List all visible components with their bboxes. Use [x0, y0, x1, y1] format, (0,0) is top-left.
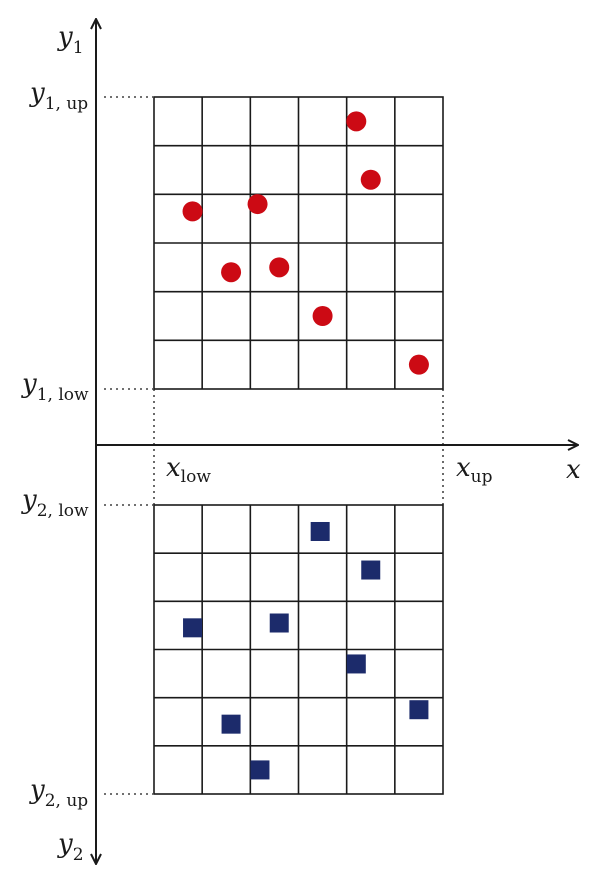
y1-axis-label: y1 [57, 22, 84, 58]
red-circle-marker [346, 111, 367, 132]
x-low-label: xlow [166, 453, 211, 487]
blue-square-marker [269, 613, 289, 633]
blue-square-marker [409, 700, 429, 720]
blue-square-marker [346, 654, 366, 674]
blue-square-marker [250, 760, 270, 780]
y2-low-label: y2, low [21, 485, 89, 521]
red-circle-marker [182, 201, 203, 222]
guide-lines [104, 96, 444, 795]
blue-square-marker [221, 714, 241, 734]
red-circle-marker [221, 262, 242, 283]
blue-square-marker [183, 618, 203, 638]
red-circle-markers [182, 111, 429, 375]
blue-square-markers [183, 521, 429, 780]
red-circle-marker [408, 354, 429, 375]
y1-low-label: y1, low [21, 369, 89, 405]
red-circle-marker [360, 169, 381, 190]
y2-axis-label: y2 [57, 829, 84, 865]
x-axis-label: x [566, 455, 581, 485]
red-circle-marker [247, 194, 268, 215]
blue-square-marker [361, 560, 381, 580]
red-circle-marker [269, 257, 290, 278]
y1-up-label: y1, up [29, 78, 88, 114]
blue-square-marker [310, 521, 330, 541]
red-circle-marker [312, 306, 333, 326]
top-grid [153, 96, 444, 390]
x-up-label: xup [456, 453, 493, 487]
bottom-grid [153, 504, 444, 795]
y2-up-label: y2, up [29, 775, 88, 811]
